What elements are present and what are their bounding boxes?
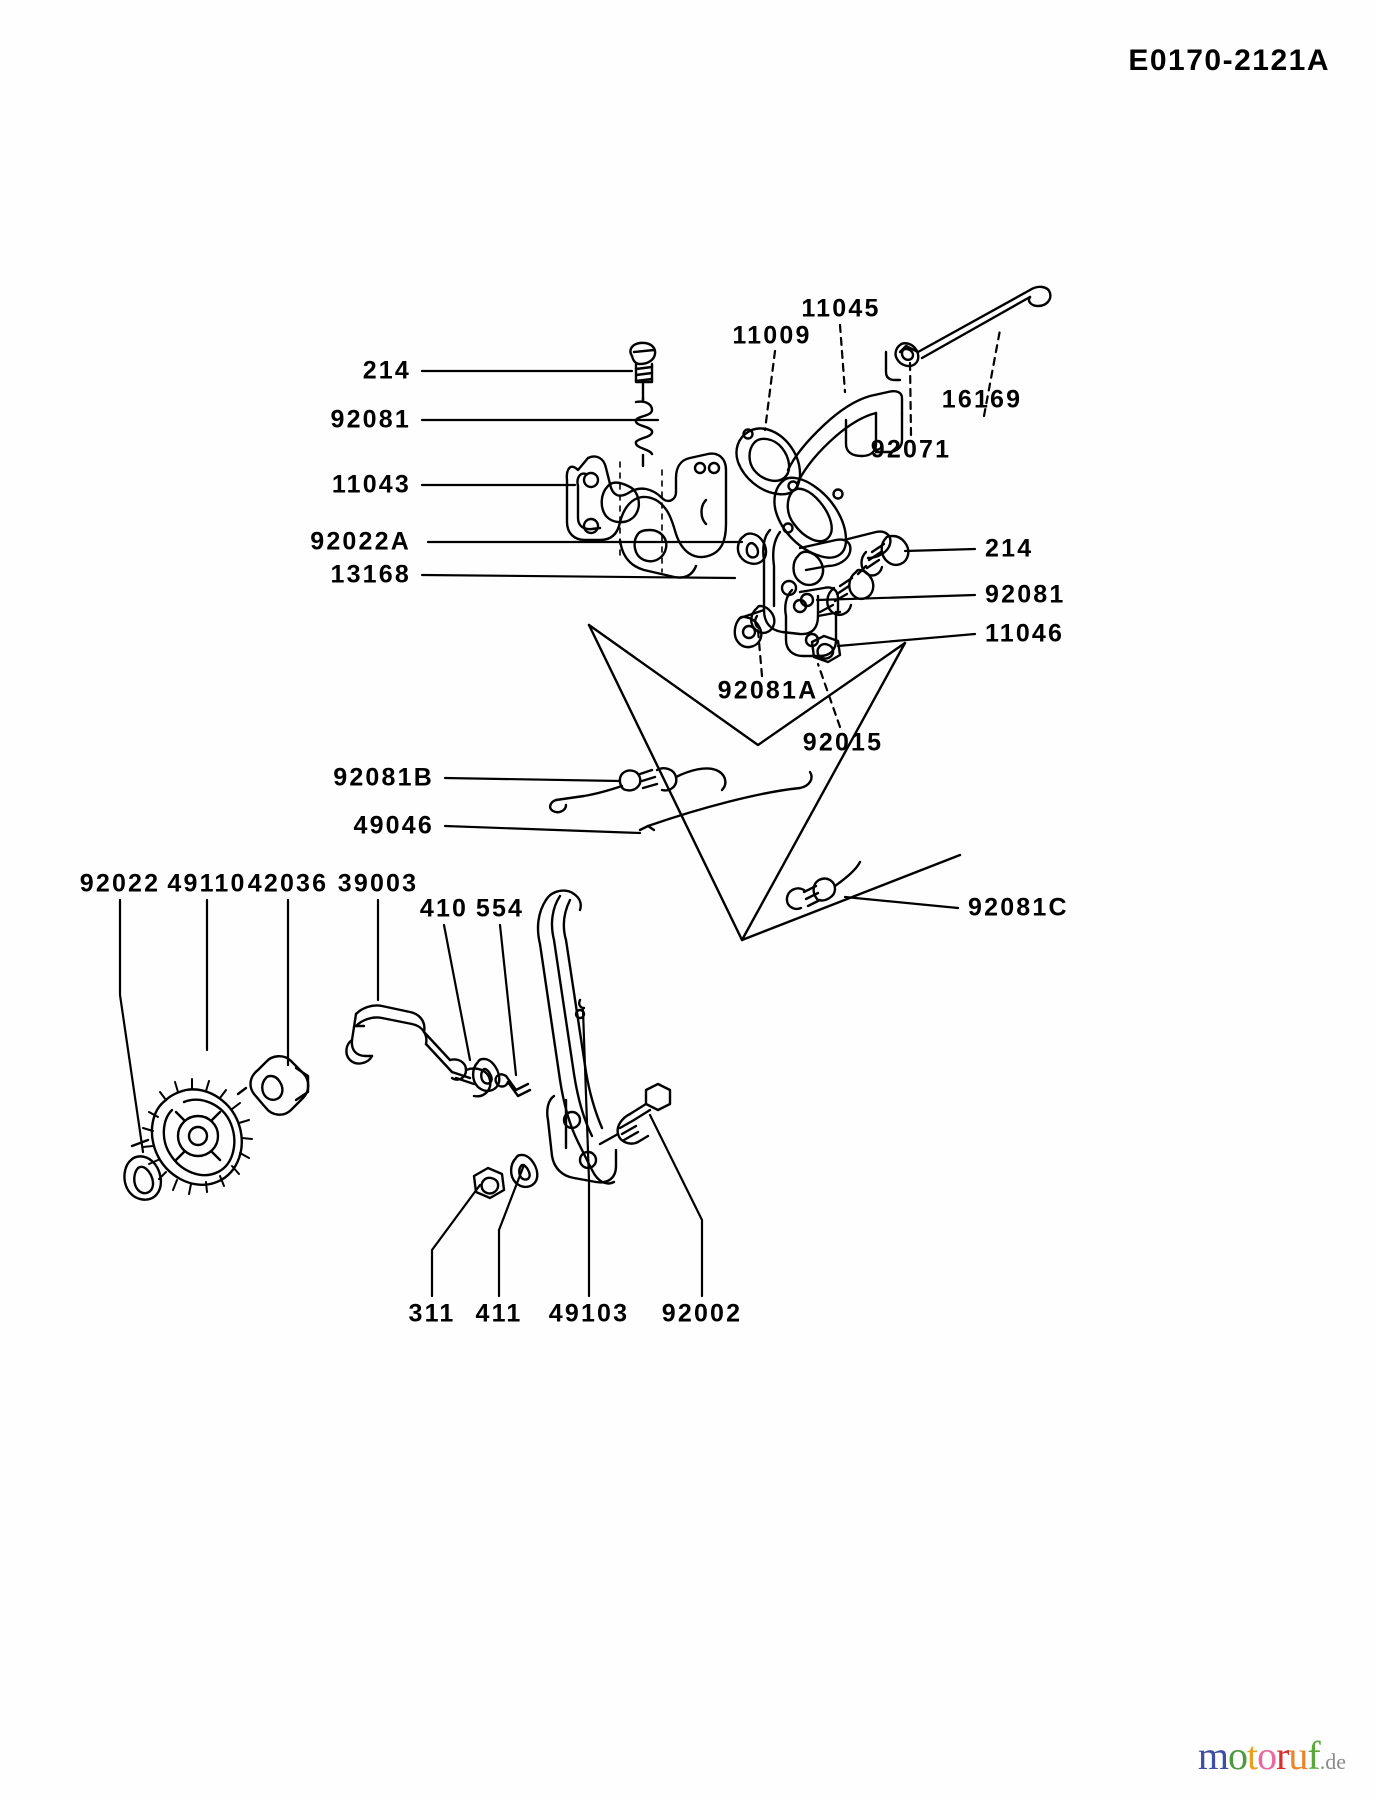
callout-411: 411 <box>475 1299 523 1328</box>
page-title: E0170-2121A <box>1128 44 1330 77</box>
part-42036-sleeve <box>236 1055 310 1116</box>
callout-92081-upper-left: 92081 <box>330 405 411 434</box>
part-16169-choke-rod <box>898 285 1052 360</box>
callout-92022A: 92022A <box>310 527 411 556</box>
callout-42036: 42036 <box>247 869 329 898</box>
part-214-screw-right <box>856 534 910 577</box>
callout-11009: 11009 <box>732 321 812 350</box>
watermark-suffix: .de <box>1319 1749 1346 1774</box>
callout-92015: 92015 <box>802 728 884 757</box>
callout-214-upper-left: 214 <box>362 356 411 385</box>
watermark-letter-t: t <box>1246 1733 1258 1778</box>
watermark-motoruf: motoruf.de <box>1198 1736 1346 1776</box>
callout-92071: 92071 <box>870 435 952 464</box>
callout-13168: 13168 <box>330 560 411 589</box>
callout-92081-right: 92081 <box>985 580 1066 609</box>
callout-92022: 92022 <box>79 869 161 898</box>
callout-16169: 16169 <box>941 385 1023 414</box>
governor-linkage-path <box>587 623 962 942</box>
leader-lines-bottom-footer <box>430 1008 704 1298</box>
part-92081C-spring <box>785 860 862 911</box>
watermark-letter-m: m <box>1197 1733 1229 1778</box>
callout-410: 410 <box>419 894 469 923</box>
watermark-letter-u: u <box>1288 1733 1308 1778</box>
part-92022A-washer <box>736 532 768 565</box>
watermark-letter-r: r <box>1276 1733 1289 1778</box>
callout-554: 554 <box>475 894 525 923</box>
callout-49110: 49110 <box>167 869 247 898</box>
watermark-letter-o1: o <box>1227 1733 1248 1778</box>
part-11043-bracket-plate <box>565 452 728 579</box>
callout-92081A: 92081A <box>717 676 819 705</box>
part-411-washer <box>509 1153 539 1189</box>
part-49046-governor-rod <box>638 770 813 832</box>
part-92081A-spring-mid <box>750 604 776 635</box>
part-92022-washer <box>123 1155 163 1201</box>
leader-lines-bottom-header <box>118 898 518 1154</box>
part-311-nut <box>472 1166 506 1200</box>
leader-lines-top-cluster <box>763 323 1002 437</box>
callout-11045: 11045 <box>801 294 881 323</box>
part-92081-spring-upper <box>634 396 654 468</box>
part-92015-nut <box>810 634 842 664</box>
callout-92081C: 92081C <box>968 893 1069 922</box>
part-92081B-spring <box>548 767 727 814</box>
part-39003-governor-shaft <box>345 1004 492 1098</box>
callout-92002: 92002 <box>661 1299 743 1328</box>
callout-11043: 11043 <box>331 470 411 499</box>
callout-49046: 49046 <box>353 811 434 840</box>
callout-214-right: 214 <box>985 534 1034 563</box>
part-49110-governor-gear <box>130 1078 253 1195</box>
part-92071-grommet <box>894 342 920 368</box>
callout-311: 311 <box>408 1299 456 1328</box>
part-92002-bolt <box>598 1082 672 1146</box>
watermark-letter-f: f <box>1307 1733 1320 1778</box>
part-49103-governor-lever <box>536 889 618 1185</box>
part-11045-bracket <box>773 350 904 559</box>
callout-39003: 39003 <box>337 869 419 898</box>
part-13168-lever <box>733 528 892 649</box>
part-410-washer <box>471 1057 501 1093</box>
part-11009-gasket <box>735 427 802 496</box>
callout-11046: 11046 <box>985 619 1065 648</box>
watermark-letter-o2: o <box>1257 1733 1277 1778</box>
callout-92081B: 92081B <box>333 763 434 792</box>
part-554-pin <box>494 1073 532 1098</box>
part-92081-spring-right <box>818 568 875 616</box>
callout-49103: 49103 <box>548 1299 630 1328</box>
part-214-screw-upper <box>629 341 657 402</box>
leader-lines-upper-right <box>815 547 977 648</box>
